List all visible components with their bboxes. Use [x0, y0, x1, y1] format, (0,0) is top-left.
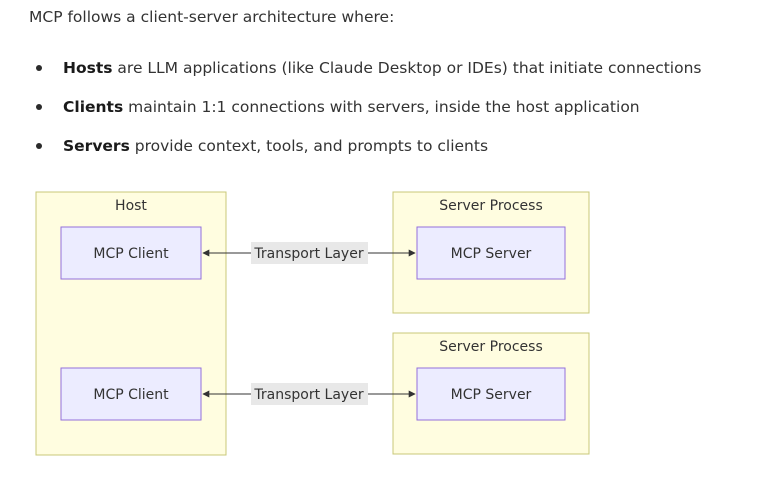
server-process-label: Server Process	[439, 339, 542, 355]
bullet-term: Hosts	[63, 59, 113, 77]
transport-label: Transport Layer	[253, 246, 363, 262]
bullet-dot-icon	[36, 65, 42, 71]
server-label: MCP Server	[451, 246, 532, 262]
client-node: MCP Client	[60, 367, 202, 421]
transport-label: Transport Layer	[253, 387, 363, 403]
transport-label-group: Transport Layer	[251, 383, 368, 405]
host-label: Host	[115, 198, 147, 214]
role-list: Hosts are LLM applications (like Claude …	[36, 57, 702, 174]
list-item-hosts: Hosts are LLM applications (like Claude …	[36, 57, 702, 96]
server-box	[416, 367, 566, 421]
transport-label-bg	[251, 383, 368, 405]
bullet-term: Servers	[63, 137, 130, 155]
server-process-label: Server Process	[439, 198, 542, 214]
transport-label-group: Transport Layer	[251, 242, 368, 264]
server-node: MCP Server	[416, 226, 566, 280]
bullet-dot-icon	[36, 104, 42, 110]
bullet-term: Clients	[63, 98, 124, 116]
client-label: MCP Client	[93, 387, 169, 403]
bullet-dot-icon	[36, 143, 42, 149]
client-box	[60, 367, 202, 421]
list-item-clients: Clients maintain 1:1 connections with se…	[36, 96, 702, 135]
transport-label-bg	[251, 242, 368, 264]
bullet-text: provide context, tools, and prompts to c…	[129, 137, 489, 155]
client-label: MCP Client	[93, 246, 169, 262]
client-node: MCP Client	[60, 226, 202, 280]
server-label: MCP Server	[451, 387, 532, 403]
client-box	[60, 226, 202, 280]
bullet-text: maintain 1:1 connections with servers, i…	[123, 98, 640, 116]
intro-text: MCP follows a client-server architecture…	[29, 8, 395, 26]
bullet-text: are LLM applications (like Claude Deskto…	[112, 59, 702, 77]
server-node: MCP Server	[416, 367, 566, 421]
server-box	[416, 226, 566, 280]
list-item-servers: Servers provide context, tools, and prom…	[36, 135, 702, 174]
